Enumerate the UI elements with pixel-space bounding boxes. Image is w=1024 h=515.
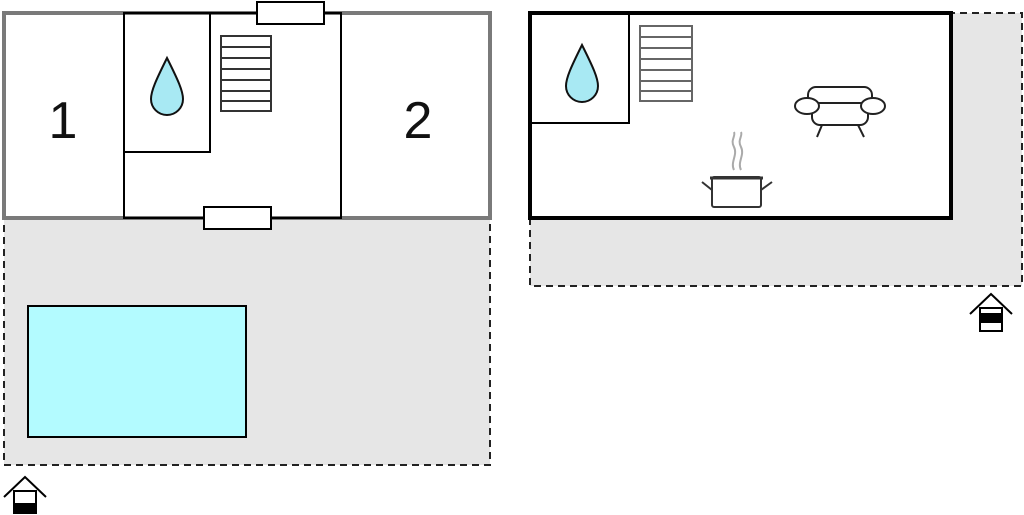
water-drop-icon [564, 42, 600, 103]
pool [27, 305, 247, 438]
right-bathroom [529, 12, 630, 124]
house-entrance-icon [3, 475, 47, 514]
door-top [256, 1, 325, 25]
house-entrance-icon [969, 292, 1013, 332]
room-1-label: 1 [49, 92, 78, 150]
sofa-icon [794, 86, 886, 138]
left-bathroom [123, 12, 211, 153]
stairs-icon [220, 35, 272, 112]
stairs-icon [639, 25, 693, 102]
water-drop-icon [149, 55, 185, 116]
cooking-pot-icon [701, 131, 773, 208]
left-floor-plan: 1 2 [2, 1, 492, 514]
right-floor-plan [528, 11, 1023, 332]
door-bottom [203, 206, 272, 230]
room-2-label: 2 [404, 92, 433, 150]
